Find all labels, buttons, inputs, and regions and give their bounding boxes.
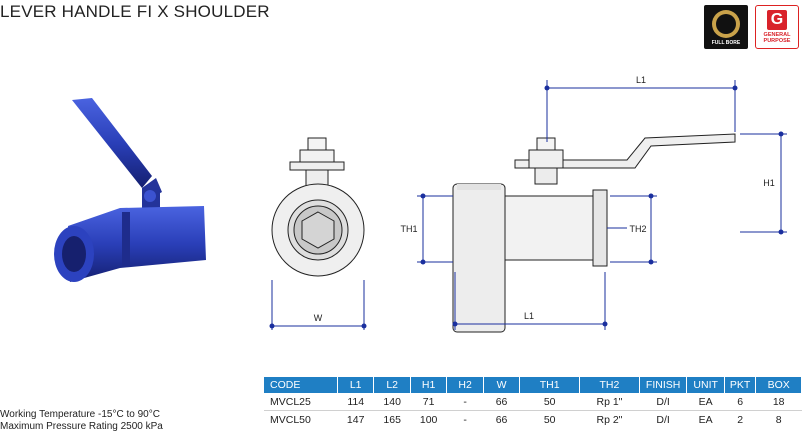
table-header-row: CODE L1 L2 H1 H2 W TH1 TH2 FINISH UNIT P…: [264, 377, 802, 393]
page-title: LEVER HANDLE FI X SHOULDER: [0, 2, 270, 21]
full-bore-badge: FULL BORE: [704, 5, 748, 49]
cell-finish: D/I: [656, 413, 670, 426]
valve-product-image: [54, 98, 206, 282]
cell-th2: Rp 2": [596, 413, 623, 426]
max-pressure-rating: Maximum Pressure Rating 2500 kPa: [0, 421, 163, 432]
l1-bottom-label: L1: [524, 311, 534, 321]
cell-code: MVCL25: [264, 393, 338, 411]
cell-unit: EA: [698, 413, 713, 426]
cell-th1: 50: [543, 413, 556, 426]
cell-th2: Rp 1": [579, 393, 640, 411]
full-bore-label: FULL BORE: [711, 40, 741, 46]
col-th2: TH2: [579, 377, 640, 393]
side-view-drawing: L1 H1 TH1 TH2 L1: [400, 75, 787, 333]
cell-h1: 71: [410, 393, 447, 411]
th2-label: TH2: [629, 224, 646, 234]
cell-th1: 50: [519, 393, 580, 411]
cell-box: 18: [755, 393, 802, 411]
h1-label: H1: [763, 178, 775, 188]
general-purpose-badge: G GENERAL PURPOSE: [755, 5, 799, 49]
full-bore-icon: [712, 10, 740, 38]
cell-l2: 165: [383, 413, 401, 426]
cell-w: 66: [483, 393, 520, 411]
col-unit: UNIT: [686, 377, 725, 393]
cell-h2: -: [463, 413, 467, 426]
w-label: W: [314, 313, 323, 323]
col-h1: H1: [410, 377, 448, 393]
col-th1: TH1: [519, 377, 581, 393]
cell-h2: -: [446, 393, 484, 411]
cell-unit: EA: [686, 393, 725, 411]
l1-top-label: L1: [636, 75, 646, 85]
th1-label: TH1: [400, 224, 417, 234]
cell-pkt: 2: [737, 413, 744, 426]
col-code: CODE: [264, 377, 338, 393]
col-finish: FINISH: [639, 377, 688, 393]
product-table: CODE L1 L2 H1 H2 W TH1 TH2 FINISH UNIT P…: [264, 377, 802, 428]
col-w: W: [483, 377, 521, 393]
specifications: Working Temperature -15°C to 90°C Maximu…: [0, 409, 163, 433]
table-row: MVCL25 114 140 71 - 66 50 Rp 1" D/I EA 6…: [264, 393, 802, 411]
cell-l2: 140: [373, 393, 411, 411]
table-row: MVCL50 147 165 100 - 66 50 Rp 2" D/I EA …: [264, 411, 802, 429]
working-temperature: Working Temperature -15°C to 90°C: [0, 409, 160, 420]
general-purpose-label: GENERAL PURPOSE: [763, 32, 791, 44]
cell-w: 66: [495, 413, 508, 426]
cell-box: 8: [775, 413, 782, 426]
cell-l1: 114: [337, 393, 374, 411]
cell-pkt: 6: [724, 393, 756, 411]
col-pkt: PKT: [724, 377, 757, 393]
col-box: BOX: [755, 377, 802, 393]
cell-l1: 147: [346, 413, 365, 426]
col-h2: H2: [446, 377, 484, 393]
cell-finish: D/I: [639, 393, 687, 411]
general-purpose-letter: G: [767, 10, 787, 30]
col-l2: L2: [373, 377, 411, 393]
cell-code: MVCL50: [270, 413, 311, 426]
cell-h1: 100: [419, 413, 438, 426]
col-l1: L1: [337, 377, 375, 393]
front-view-drawing: W: [269, 137, 367, 330]
